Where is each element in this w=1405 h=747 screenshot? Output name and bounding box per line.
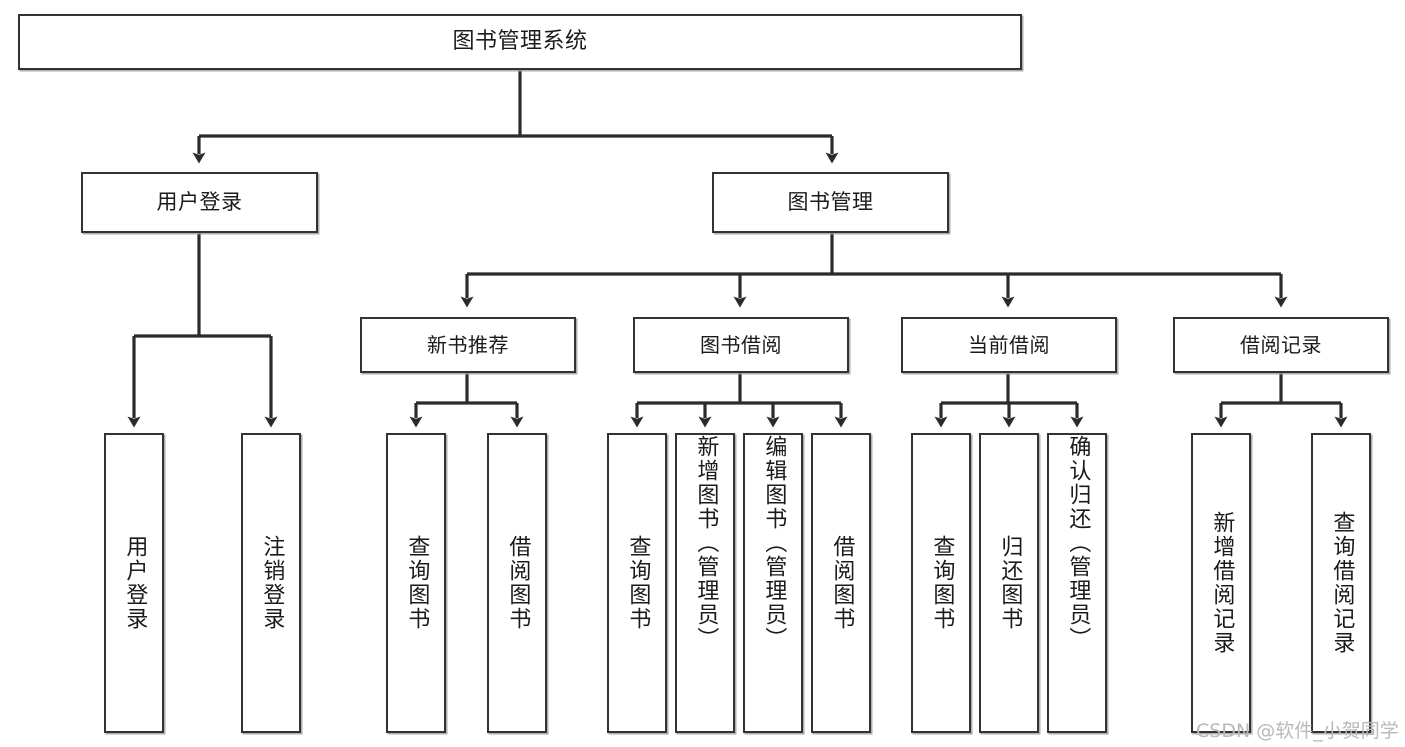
leaf-borrow-book-recommend[interactable]: 借阅图书 xyxy=(487,433,547,733)
node-label: 借阅图书 xyxy=(505,535,531,631)
node-borrowing-record[interactable]: 借阅记录 xyxy=(1173,317,1389,373)
leaf-edit-book-admin[interactable]: 编辑图书（管理员） xyxy=(743,433,803,733)
leaf-query-book-borrow[interactable]: 查询图书 xyxy=(607,433,667,733)
leaf-borrow-book[interactable]: 借阅图书 xyxy=(811,433,871,733)
node-label: 新书推荐 xyxy=(427,332,509,357)
leaf-query-book-recommend[interactable]: 查询图书 xyxy=(386,433,446,733)
node-label: 当前借阅 xyxy=(968,332,1050,357)
node-book-management[interactable]: 图书管理 xyxy=(712,172,949,233)
node-new-book-recommendation[interactable]: 新书推荐 xyxy=(360,317,576,373)
leaf-logout[interactable]: 注销登录 xyxy=(241,433,301,733)
node-root-book-management-system[interactable]: 图书管理系统 xyxy=(18,14,1022,70)
node-label: 查询图书 xyxy=(929,535,955,631)
node-label: 图书管理 xyxy=(787,190,874,215)
node-label: 归还图书 xyxy=(997,535,1023,631)
leaf-query-book-current[interactable]: 查询图书 xyxy=(911,433,971,733)
node-label: 新增图书（管理员） xyxy=(693,435,719,651)
node-label: 查询图书 xyxy=(404,535,430,631)
node-label: 确认归还（管理员） xyxy=(1065,435,1091,651)
leaf-add-borrow-record[interactable]: 新增借阅记录 xyxy=(1191,433,1251,733)
node-label: 借阅记录 xyxy=(1240,332,1322,357)
node-label: 注销登录 xyxy=(259,535,285,631)
leaf-user-login[interactable]: 用户登录 xyxy=(104,433,164,733)
csdn-watermark: CSDN @软件_小贺同学 xyxy=(1196,720,1399,742)
node-label: 新增借阅记录 xyxy=(1209,511,1235,655)
node-label: 用户登录 xyxy=(122,535,148,631)
node-label: 图书管理系统 xyxy=(452,29,588,55)
node-label: 查询图书 xyxy=(625,535,651,631)
leaf-add-book-admin[interactable]: 新增图书（管理员） xyxy=(675,433,735,733)
node-label: 借阅图书 xyxy=(829,535,855,631)
leaf-confirm-return-admin[interactable]: 确认归还（管理员） xyxy=(1047,433,1107,733)
node-user-login[interactable]: 用户登录 xyxy=(81,172,318,233)
node-label: 查询借阅记录 xyxy=(1329,511,1355,655)
leaf-query-borrow-record[interactable]: 查询借阅记录 xyxy=(1311,433,1371,733)
node-book-borrowing[interactable]: 图书借阅 xyxy=(633,317,849,373)
node-current-borrowing[interactable]: 当前借阅 xyxy=(901,317,1117,373)
node-label: 编辑图书（管理员） xyxy=(761,435,787,651)
node-label: 图书借阅 xyxy=(700,332,782,357)
leaf-return-book[interactable]: 归还图书 xyxy=(979,433,1039,733)
node-label: 用户登录 xyxy=(156,190,243,215)
